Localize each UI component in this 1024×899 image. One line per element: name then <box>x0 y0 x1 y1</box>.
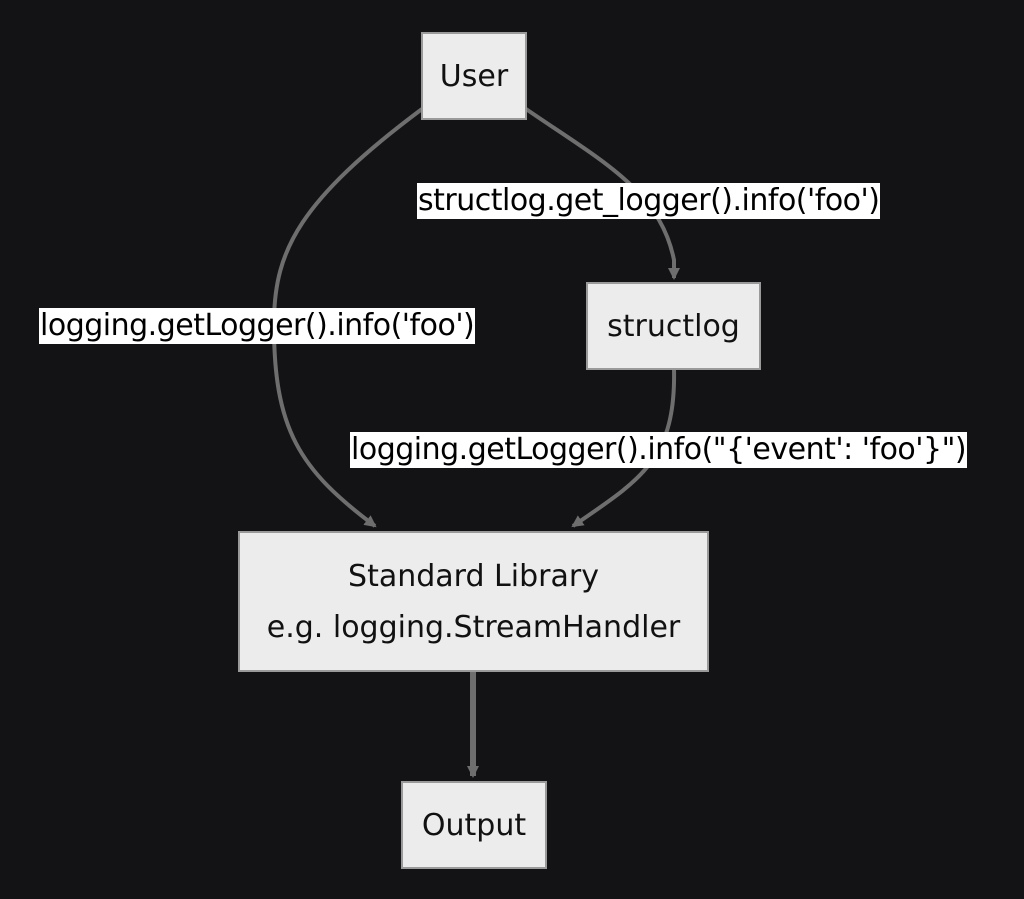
node-user: User <box>421 32 527 120</box>
node-structlog-label: structlog <box>607 308 740 344</box>
node-output: Output <box>401 781 547 869</box>
node-standard-library-title: Standard Library <box>348 558 599 594</box>
edge-user-to-structlog <box>524 107 680 280</box>
edge-label-structlog-to-stdlib: logging.getLogger().info("{'event': 'foo… <box>350 432 968 468</box>
node-standard-library-subtitle: e.g. logging.StreamHandler <box>266 609 681 645</box>
edge-label-user-to-structlog: structlog.get_logger().info('foo') <box>417 183 881 219</box>
node-user-label: User <box>439 58 509 94</box>
node-output-label: Output <box>421 807 527 843</box>
node-structlog: structlog <box>586 282 761 370</box>
edge-label-user-to-stdlib: logging.getLogger().info('foo') <box>39 308 476 344</box>
node-standard-library: Standard Library e.g. logging.StreamHand… <box>238 531 709 672</box>
